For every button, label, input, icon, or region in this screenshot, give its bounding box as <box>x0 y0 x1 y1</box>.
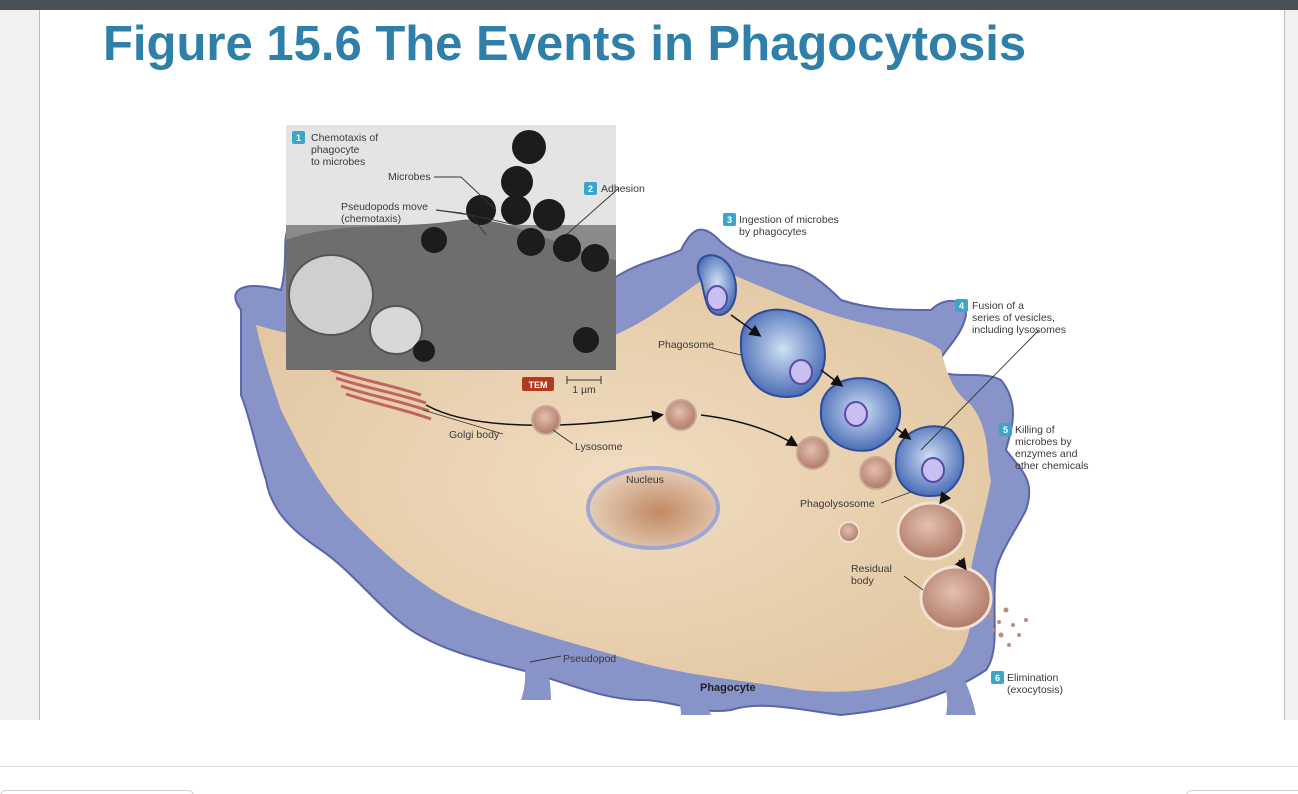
sequence-arrows <box>730 314 967 571</box>
microbe <box>466 195 496 225</box>
top-bar <box>0 0 1298 10</box>
tem-cell-region <box>286 219 616 370</box>
lysosome <box>531 405 561 435</box>
leader-lines <box>422 176 1040 663</box>
microbe <box>501 195 531 225</box>
tem-badge <box>522 377 554 391</box>
lysosome <box>665 399 697 431</box>
transport-arrow <box>700 414 799 447</box>
step-4-caption: Fusion of a series of vesicles, includin… <box>972 300 1066 336</box>
step-3-caption: Ingestion of microbes by phagocytes <box>739 214 842 238</box>
step-5-badge: 5 <box>999 423 1012 436</box>
left-panel <box>0 10 40 720</box>
engulfed-microbe <box>844 401 868 427</box>
label-phagosome: Phagosome <box>658 339 714 351</box>
label-pseudopod: Pseudopod <box>563 653 616 665</box>
label-pseudopods-move: Pseudopods move (chemotaxis) <box>341 201 431 225</box>
slide-title: Figure 15.6 The Events in Phagocytosis <box>103 17 1027 71</box>
step-6-caption: Elimination (exocytosis) <box>1007 672 1063 696</box>
label-phagocyte: Phagocyte <box>700 682 756 694</box>
transport-arrow <box>425 404 664 426</box>
svg-text:2: 2 <box>588 184 593 194</box>
svg-text:3: 3 <box>727 215 732 225</box>
small-lysosome <box>838 521 860 543</box>
microbe <box>573 327 599 353</box>
label-phagolysosome: Phagolysosome <box>800 498 875 510</box>
nucleus <box>586 466 720 550</box>
lysosome <box>796 436 830 470</box>
lysosome <box>859 456 893 490</box>
pseudopod-tip <box>921 650 976 715</box>
engulfed-microbes <box>706 285 945 483</box>
golgi-body <box>330 368 432 421</box>
pseudopod-tip <box>511 610 551 700</box>
label-microbes: Microbes <box>388 171 431 183</box>
microbes-cluster <box>413 130 609 362</box>
microbe <box>501 166 533 198</box>
svg-text:4: 4 <box>959 301 964 311</box>
microbe <box>413 340 435 362</box>
engulfed-microbe <box>706 285 728 311</box>
phagocytosis-diagram: TEM 1 µm 1 2 3 <box>234 125 1089 717</box>
label-residual-body: Residual body <box>851 563 895 587</box>
tem-vacuole <box>369 305 423 355</box>
svg-text:1: 1 <box>296 133 301 143</box>
step-1-badge: 1 <box>292 131 305 144</box>
divider <box>0 766 1298 767</box>
scale-bar-label: 1 µm <box>572 384 596 396</box>
microbe <box>512 130 546 164</box>
engulfed-microbe <box>789 359 813 385</box>
label-lysosome: Lysosome <box>575 441 623 453</box>
microbe <box>553 234 581 262</box>
step-5-caption: Killing of microbes by enzymes and other… <box>1015 424 1089 472</box>
slide: Figure 15.6 The Events in Phagocytosis <box>41 10 1284 720</box>
svg-text:6: 6 <box>995 673 1000 683</box>
residual-body <box>919 565 993 631</box>
exocytosis-debris <box>988 607 1028 647</box>
step-3-badge: 3 <box>723 213 736 226</box>
step-2-caption: Adhesion <box>601 183 645 195</box>
step-4-badge: 4 <box>955 299 968 312</box>
microbe <box>517 228 545 256</box>
bottom-area <box>0 720 1298 794</box>
microbe <box>581 244 609 272</box>
next-button[interactable] <box>1186 790 1298 794</box>
microbe <box>533 199 565 231</box>
phagolysosome <box>896 501 966 561</box>
label-golgi-body: Golgi body <box>449 429 500 441</box>
label-nucleus: Nucleus <box>626 474 664 486</box>
svg-text:5: 5 <box>1003 425 1008 435</box>
right-scroll-panel[interactable] <box>1284 10 1298 720</box>
step-2-badge: 2 <box>584 182 597 195</box>
tem-badge-label: TEM <box>529 380 548 390</box>
engulfed-microbe <box>921 457 945 483</box>
previous-button[interactable] <box>0 790 194 794</box>
step-1-caption: Chemotaxis of phagocyte to microbes <box>311 132 381 168</box>
microbe <box>421 227 447 253</box>
step-6-badge: 6 <box>991 671 1004 684</box>
tem-vacuole <box>288 254 374 336</box>
phagosome <box>739 308 826 398</box>
